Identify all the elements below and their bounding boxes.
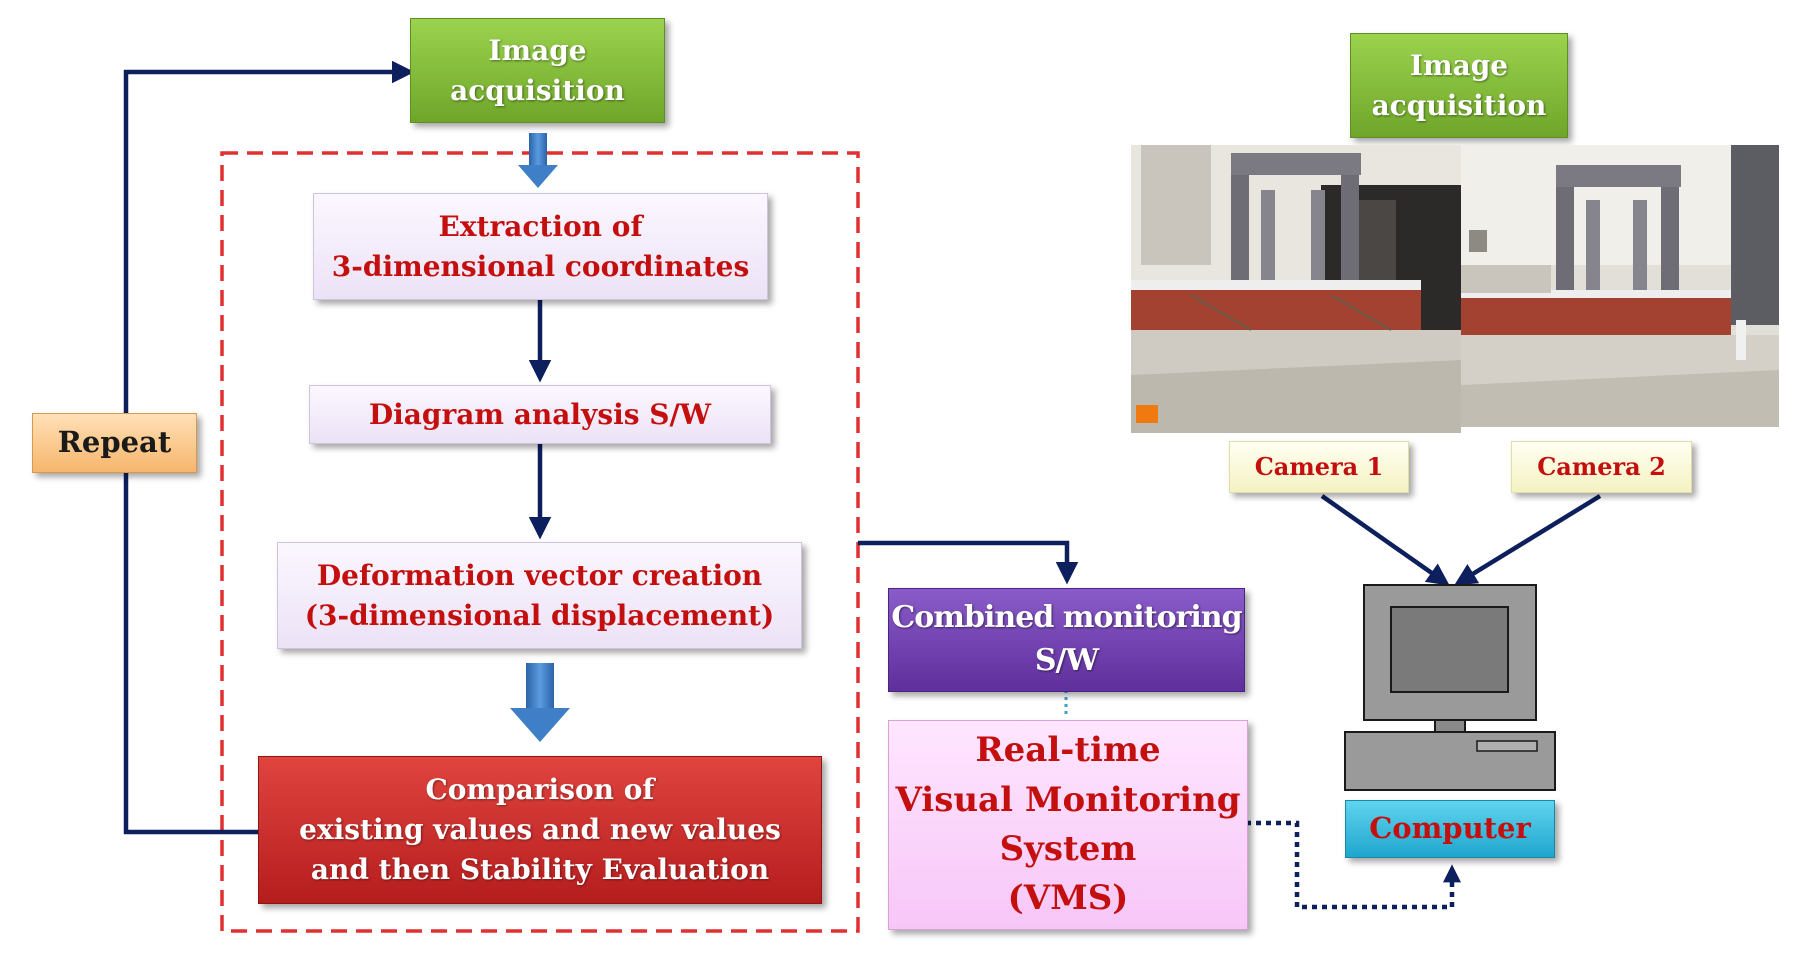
extraction-box: Extraction of 3-dimensional coordinates [313,193,768,300]
comparison-box: Comparison of existing values and new va… [258,756,822,904]
deformation-box: Deformation vector creation (3-dimension… [277,542,802,649]
camera1-photo [1131,145,1461,433]
repeat-box: Repeat [32,413,197,473]
right-image-acquisition-box: Image acquisition [1350,33,1568,138]
arrow-vms-to-computer [1246,820,1461,910]
camera1-label: Camera 1 [1229,441,1409,493]
arrow-camera1-to-computer [1320,494,1450,586]
camera2-photo [1461,145,1779,427]
diagram-analysis-box: Diagram analysis S/W [309,385,771,444]
block-arrow-1 [518,133,558,188]
vms-box: Real-time Visual Monitoring System (VMS) [888,720,1248,930]
computer-icon [1344,584,1556,791]
structure-photo-2 [1461,145,1779,427]
structure-photo-1 [1131,145,1461,433]
combined-monitoring-box: Combined monitoring S/W [888,588,1245,692]
computer-label: Computer [1345,800,1555,858]
camera2-label: Camera 2 [1511,441,1692,493]
arrow-frame-to-combined [858,540,1079,585]
arrow-camera2-to-computer [1454,494,1602,586]
image-acquisition-box: Image acquisition [410,18,665,123]
block-arrow-2 [510,663,570,742]
